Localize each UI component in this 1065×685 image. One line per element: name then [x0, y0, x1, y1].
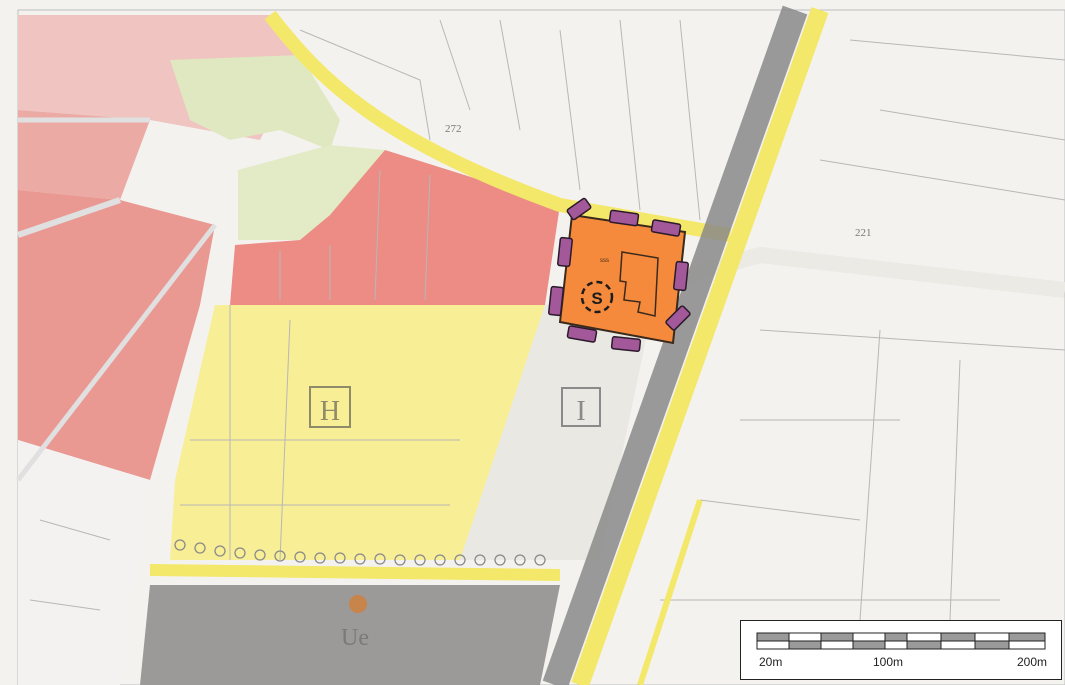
road-south	[149, 564, 561, 581]
parking-bay	[608, 209, 640, 227]
street-number-272: 272	[445, 123, 462, 135]
special-zone-h	[170, 305, 545, 560]
green-zone	[238, 145, 385, 240]
parking-bay	[665, 305, 691, 331]
site-building-outline	[619, 251, 659, 317]
road-railway-yellow	[571, 6, 829, 685]
road-main-northwest	[264, 10, 732, 242]
scale-bar-segments	[756, 632, 1046, 650]
parking-bay	[673, 260, 689, 292]
parking-bay	[566, 325, 598, 343]
scale-label-20m: 20m	[759, 655, 783, 669]
tree-row-south	[174, 539, 546, 566]
zone-label-i-box: I	[561, 387, 601, 427]
road-west-a	[17, 197, 121, 238]
zone-label-h: H	[320, 396, 340, 427]
residential-zone-west	[18, 190, 215, 480]
green-zone-north	[170, 55, 340, 150]
parking-bay	[650, 219, 682, 237]
residential-zone-center	[230, 150, 560, 305]
building-outlines	[29, 19, 1065, 621]
zone-marker-ue	[349, 595, 367, 613]
road-diagonal-west	[16, 223, 217, 482]
parking-bay	[566, 197, 592, 221]
grey-block-bottom	[140, 585, 560, 685]
site-s-marker-label: S	[591, 289, 602, 308]
street-number-221: 221	[855, 227, 872, 239]
road-southeast	[637, 499, 703, 685]
zone-label-i: I	[576, 396, 585, 427]
special-zone-i	[460, 300, 650, 560]
scale-label-200m: 200m	[1017, 655, 1048, 669]
scale-bar-graphic	[756, 632, 1046, 650]
site-parcel[interactable]	[558, 213, 687, 345]
white-zone-southwest	[18, 440, 150, 685]
parking-bays	[548, 197, 691, 352]
scale-bar: 20m 100m 200m	[740, 620, 1062, 680]
tree-lined-corridor	[542, 5, 808, 685]
parking-bay	[557, 236, 573, 268]
zone-label-ue: Ue	[341, 625, 369, 651]
scale-label-100m: 100m	[873, 655, 904, 669]
site-small-label: sss	[600, 258, 609, 264]
parking-bay	[548, 285, 564, 317]
zone-label-h-box: H	[309, 386, 351, 428]
site-s-marker-ring	[580, 280, 614, 314]
parking-bay	[610, 336, 642, 352]
project-site[interactable]: sss S	[558, 213, 687, 345]
residential-zone-north	[18, 110, 150, 200]
